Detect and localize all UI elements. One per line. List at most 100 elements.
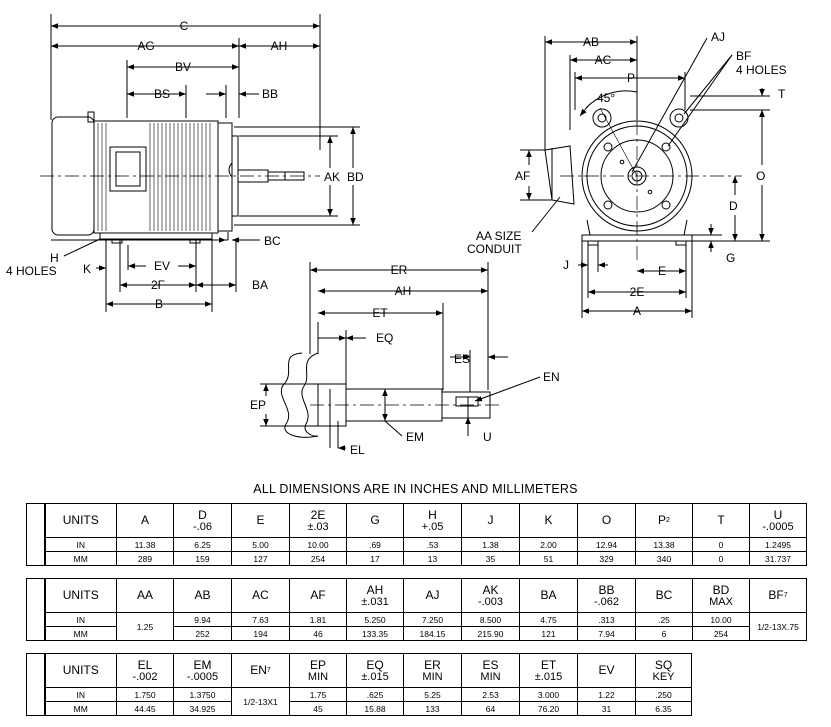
label-aj: AJ	[711, 30, 725, 44]
label-g: G	[726, 251, 735, 265]
label-4-holes-end: 4 HOLES	[736, 63, 787, 77]
header-units: UNITS	[44, 653, 117, 688]
cell: 184.15	[403, 626, 462, 641]
cell-en: 1/2-13X1	[231, 687, 290, 716]
cell: 12.94	[577, 537, 636, 552]
table-header-row: UNITS A D-.06 E 2E±.03 G H+.05 J K O P2 …	[26, 503, 807, 566]
table-row-mm: MM 44.45 34.925 45 15.88 133 64 76.20 31…	[27, 701, 692, 716]
cell: 254	[289, 551, 347, 566]
cell: 5.250	[346, 612, 404, 627]
label-eq: EQ	[376, 331, 393, 345]
cell: 6	[635, 626, 693, 641]
dimension-table-2: UNITS AA AB AC AF AH±.031 AJ AK-.003 BA …	[26, 578, 807, 641]
label-c: C	[180, 19, 189, 33]
label-ab: AB	[583, 35, 599, 49]
cell: 133.35	[346, 626, 404, 641]
label-af: AF	[515, 169, 530, 183]
cell: 13	[403, 551, 462, 566]
cell: 31.737	[749, 551, 807, 566]
cell: 1.22	[577, 687, 636, 702]
cell: 13.38	[635, 537, 693, 552]
label-bb: BB	[262, 87, 278, 101]
label-d: D	[729, 199, 738, 213]
label-ak: AK	[324, 170, 340, 184]
label-a: A	[633, 304, 641, 318]
cell: 44.45	[116, 701, 174, 716]
cell: 17	[346, 551, 404, 566]
cell: 7.63	[231, 612, 290, 627]
cell: 4.75	[519, 612, 578, 627]
label-ep: EP	[250, 398, 266, 412]
side-view	[40, 14, 360, 312]
label-p: P	[627, 71, 635, 85]
label-em: EM	[406, 430, 424, 444]
label-el: EL	[350, 443, 365, 457]
header-ah: AH±.031	[346, 578, 404, 613]
cell: 5.00	[231, 537, 290, 552]
label-bd: BD	[347, 170, 364, 184]
header-ak: AK-.003	[461, 578, 520, 613]
cell: 1.75	[289, 687, 347, 702]
shaft-detail-labels: ER AH ET EQ ES EN EP EL EM U	[250, 263, 560, 457]
cell: 1.38	[461, 537, 520, 552]
header-ab: AB	[173, 578, 232, 613]
header-u: U-.0005	[749, 503, 807, 538]
dimension-table-1: UNITS A D-.06 E 2E±.03 G H+.05 J K O P2 …	[26, 503, 807, 566]
cell: 64	[461, 701, 520, 716]
header-k: K	[519, 503, 578, 538]
label-t: T	[778, 87, 786, 101]
label-h: H	[50, 251, 59, 265]
header-em: EM-.0005	[173, 653, 232, 688]
cell: IN	[44, 687, 117, 702]
cell: 159	[173, 551, 232, 566]
cell: 31	[577, 701, 636, 716]
cell: IN	[44, 537, 117, 552]
cell: 289	[116, 551, 174, 566]
cell: 34.925	[173, 701, 232, 716]
label-4-holes-side: 4 HOLES	[6, 264, 57, 278]
cell: 329	[577, 551, 636, 566]
cell: .625	[346, 687, 404, 702]
header-eq: EQ±.015	[346, 653, 404, 688]
header-el: EL-.002	[116, 653, 174, 688]
cell: 15.88	[346, 701, 404, 716]
cell: 1.3750	[173, 687, 232, 702]
cell-aa: 1.25	[116, 612, 174, 641]
cell: 76.20	[519, 701, 578, 716]
cell-bf: 1/2-13X.75	[749, 612, 807, 641]
dimensions-heading: ALL DIMENSIONS ARE IN INCHES AND MILLIME…	[253, 482, 578, 496]
cell: 7.94	[577, 626, 636, 641]
cell: 194	[231, 626, 290, 641]
cell: 2.53	[461, 687, 520, 702]
label-ag: AG	[137, 39, 154, 53]
cell: 1.81	[289, 612, 347, 627]
table-row-mm: MM 252 194 46 133.35 184.15 215.90 121 7…	[27, 626, 807, 641]
cell: 5.25	[403, 687, 462, 702]
table-header-row: UNITS AA AB AC AF AH±.031 AJ AK-.003 BA …	[26, 578, 807, 641]
cell: MM	[44, 701, 117, 716]
header-units: UNITS	[44, 578, 117, 613]
cell: MM	[44, 626, 117, 641]
label-conduit: CONDUIT	[467, 242, 522, 256]
header-j: J	[461, 503, 520, 538]
header-d: D-.06	[173, 503, 232, 538]
cell: 51	[519, 551, 578, 566]
label-ah: AH	[271, 39, 288, 53]
cell: 10.00	[289, 537, 347, 552]
cell: 6.35	[635, 701, 692, 716]
header-t: T	[692, 503, 750, 538]
label-o: O	[756, 169, 765, 183]
cell: 46	[289, 626, 347, 641]
label-es: ES	[454, 352, 470, 366]
cell: 10.00	[692, 612, 750, 627]
cell: 215.90	[461, 626, 520, 641]
cell: 35	[461, 551, 520, 566]
header-bc: BC	[635, 578, 693, 613]
header-en: EN7	[231, 653, 290, 688]
header-p: P2	[635, 503, 693, 538]
label-2f: 2F	[151, 278, 165, 292]
